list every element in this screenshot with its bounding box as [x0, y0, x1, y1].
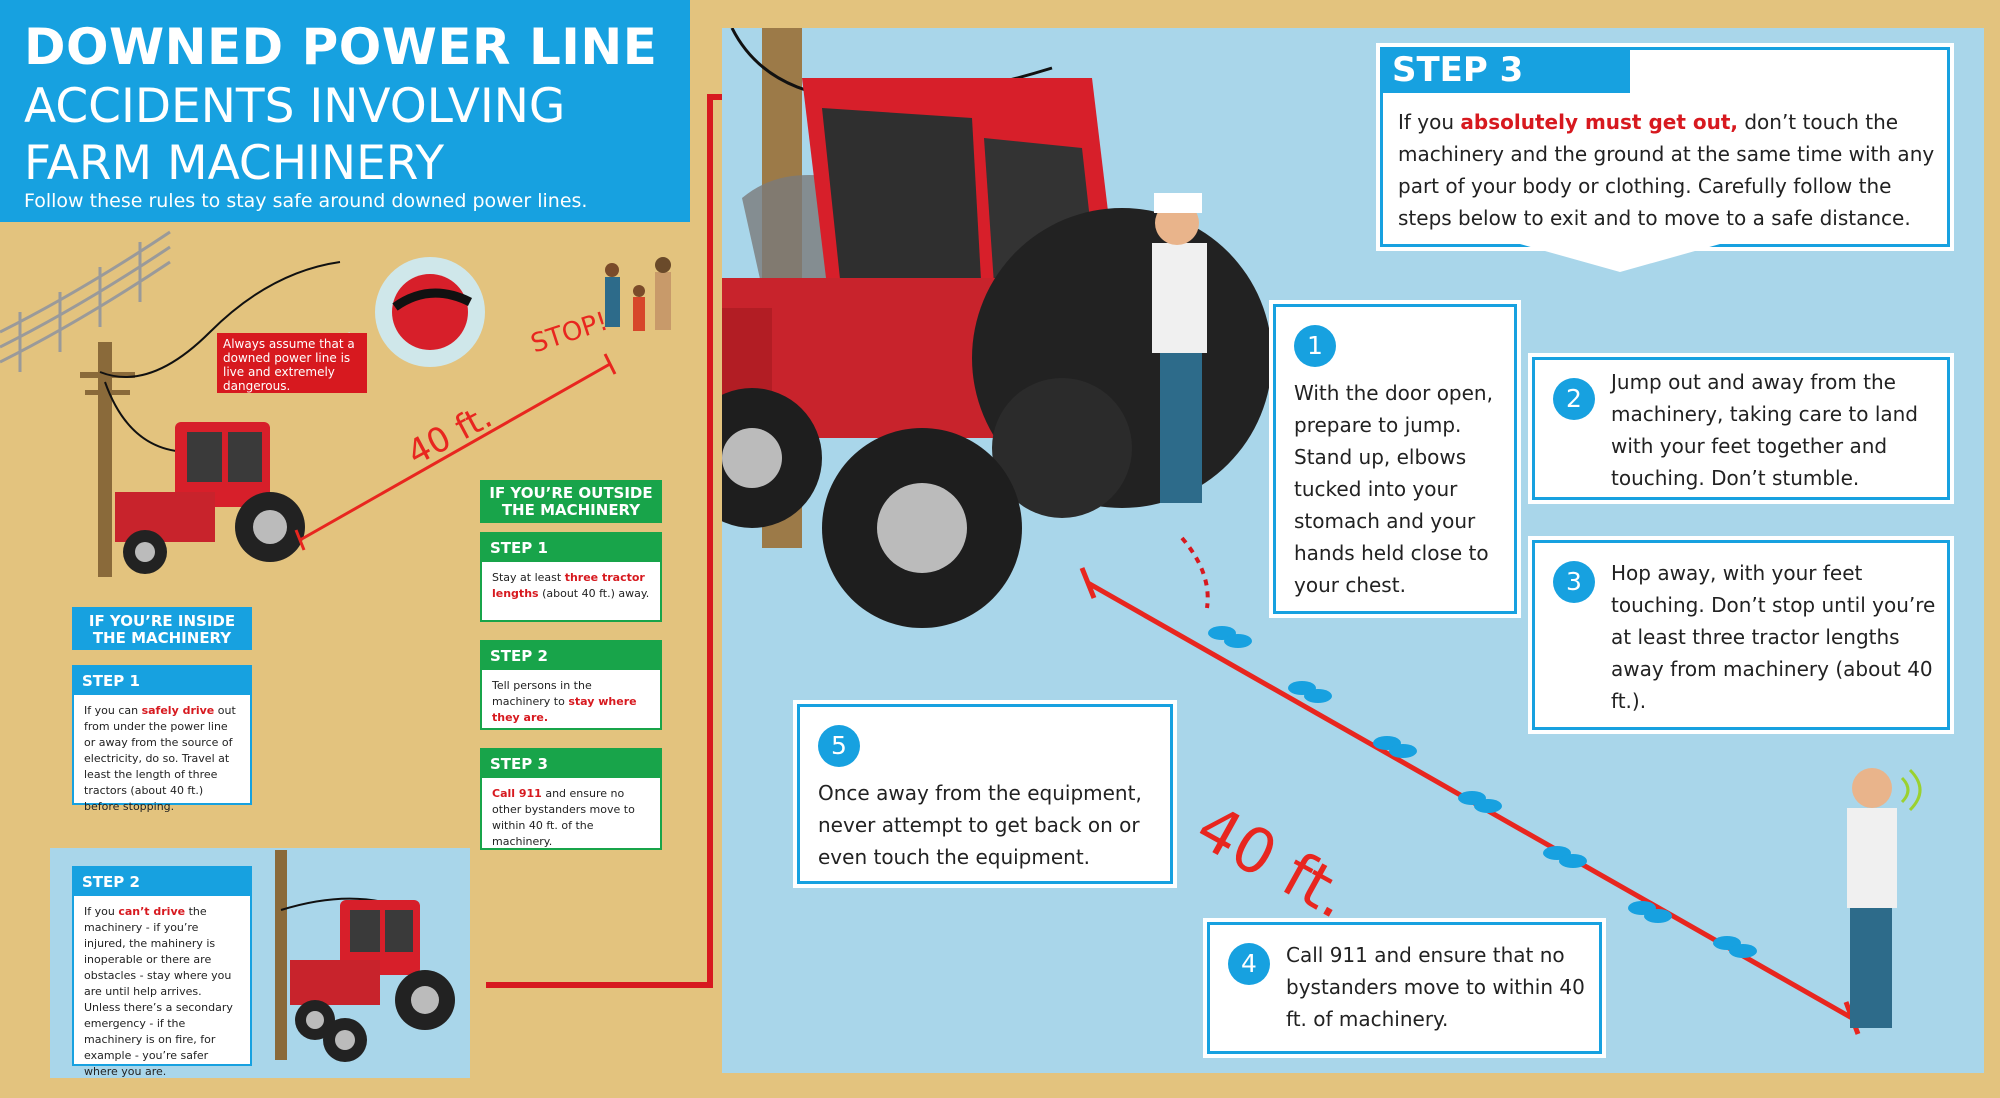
bystanders-illustration — [605, 257, 671, 331]
inside-heading: IF YOU’RE INSIDE THE MACHINERY — [72, 607, 252, 650]
substep-5-number: 5 — [818, 725, 860, 767]
tractor-illustration-step2 — [275, 850, 455, 1062]
main-scene-illustration — [722, 28, 1922, 1035]
substep-3-number: 3 — [1553, 561, 1595, 603]
outside-step2-text: Tell persons in the machinery to stay wh… — [492, 679, 637, 724]
substep-1-number: 1 — [1294, 325, 1336, 367]
person-calling-illustration — [1847, 768, 1922, 1028]
inside-step2-text: If you can’t drive the machinery - if yo… — [84, 905, 233, 1078]
title-line-3: FARM MACHINERY — [24, 136, 445, 191]
substep-4-number: 4 — [1228, 943, 1270, 985]
substep-2-number: 2 — [1553, 378, 1595, 420]
outside-step2-card: STEP 2 Tell persons in the machinery to … — [480, 640, 662, 730]
fence-illustration — [0, 230, 171, 372]
outside-step3-text: Call 911 and ensure no other bystanders … — [492, 787, 635, 848]
inside-step1-title: STEP 1 — [74, 667, 250, 695]
subtitle: Follow these rules to stay safe around d… — [24, 190, 588, 212]
step3-text: If you absolutely must get out, don’t to… — [1398, 110, 1935, 230]
substep-3-card: 3 Hop away, with your feet touching. Don… — [1532, 540, 1950, 730]
downed-line-warning-icon — [300, 257, 485, 377]
substep-5-text: Once away from the equipment, never atte… — [818, 781, 1142, 869]
title-line-2: ACCIDENTS INVOLVING — [24, 79, 566, 134]
substep-4-text: Call 911 and ensure that no bystanders m… — [1286, 943, 1585, 1031]
outside-step1-title: STEP 1 — [482, 534, 660, 562]
left-scene-illustration — [0, 230, 671, 577]
substep-2-card: 2 Jump out and away from the machinery, … — [1532, 357, 1950, 500]
distance-line-small — [294, 353, 617, 551]
outside-heading: IF YOU’RE OUTSIDE THE MACHINERY — [480, 480, 662, 523]
outside-step3-title: STEP 3 — [482, 750, 660, 778]
substep-5-card: 5 Once away from the equipment, never at… — [797, 704, 1173, 884]
outside-step1-text: Stay at least three tractor lengths (abo… — [492, 571, 650, 600]
outside-step1-card: STEP 1 Stay at least three tractor lengt… — [480, 532, 662, 622]
person-jumping-illustration — [1152, 193, 1207, 503]
substep-1-text: With the door open, prepare to jump. Sta… — [1294, 381, 1493, 597]
inside-step1-text: If you can safely drive out from under t… — [84, 704, 236, 813]
step3-title: STEP 3 — [1380, 47, 1630, 93]
substep-1-card: 1 With the door open, prepare to jump. S… — [1273, 304, 1517, 614]
footprints-illustration — [1208, 626, 1757, 958]
header-banner: DOWNED POWER LINE ACCIDENTS INVOLVING FA… — [0, 0, 690, 222]
inside-step1-card: STEP 1 If you can safely drive out from … — [72, 665, 252, 813]
inside-step2-card: STEP 2 If you can’t drive the machinery … — [72, 866, 252, 1078]
substep-3-text: Hop away, with your feet touching. Don’t… — [1611, 561, 1936, 713]
title-line-1: DOWNED POWER LINE — [24, 18, 658, 76]
tractor-illustration-small — [115, 422, 305, 574]
outside-step2-title: STEP 2 — [482, 642, 660, 670]
outside-step3-card: STEP 3 Call 911 and ensure no other byst… — [480, 748, 662, 850]
substep-2-text: Jump out and away from the machinery, ta… — [1611, 370, 1919, 490]
inside-step2-title: STEP 2 — [74, 868, 250, 896]
step3-pointer — [1520, 244, 1720, 272]
substep-4-card: 4 Call 911 and ensure that no bystanders… — [1207, 922, 1602, 1054]
warning-bubble: Always assume that a downed power line i… — [217, 333, 367, 393]
step3-panel: STEP 3 If you absolutely must get out, d… — [1380, 47, 1950, 247]
